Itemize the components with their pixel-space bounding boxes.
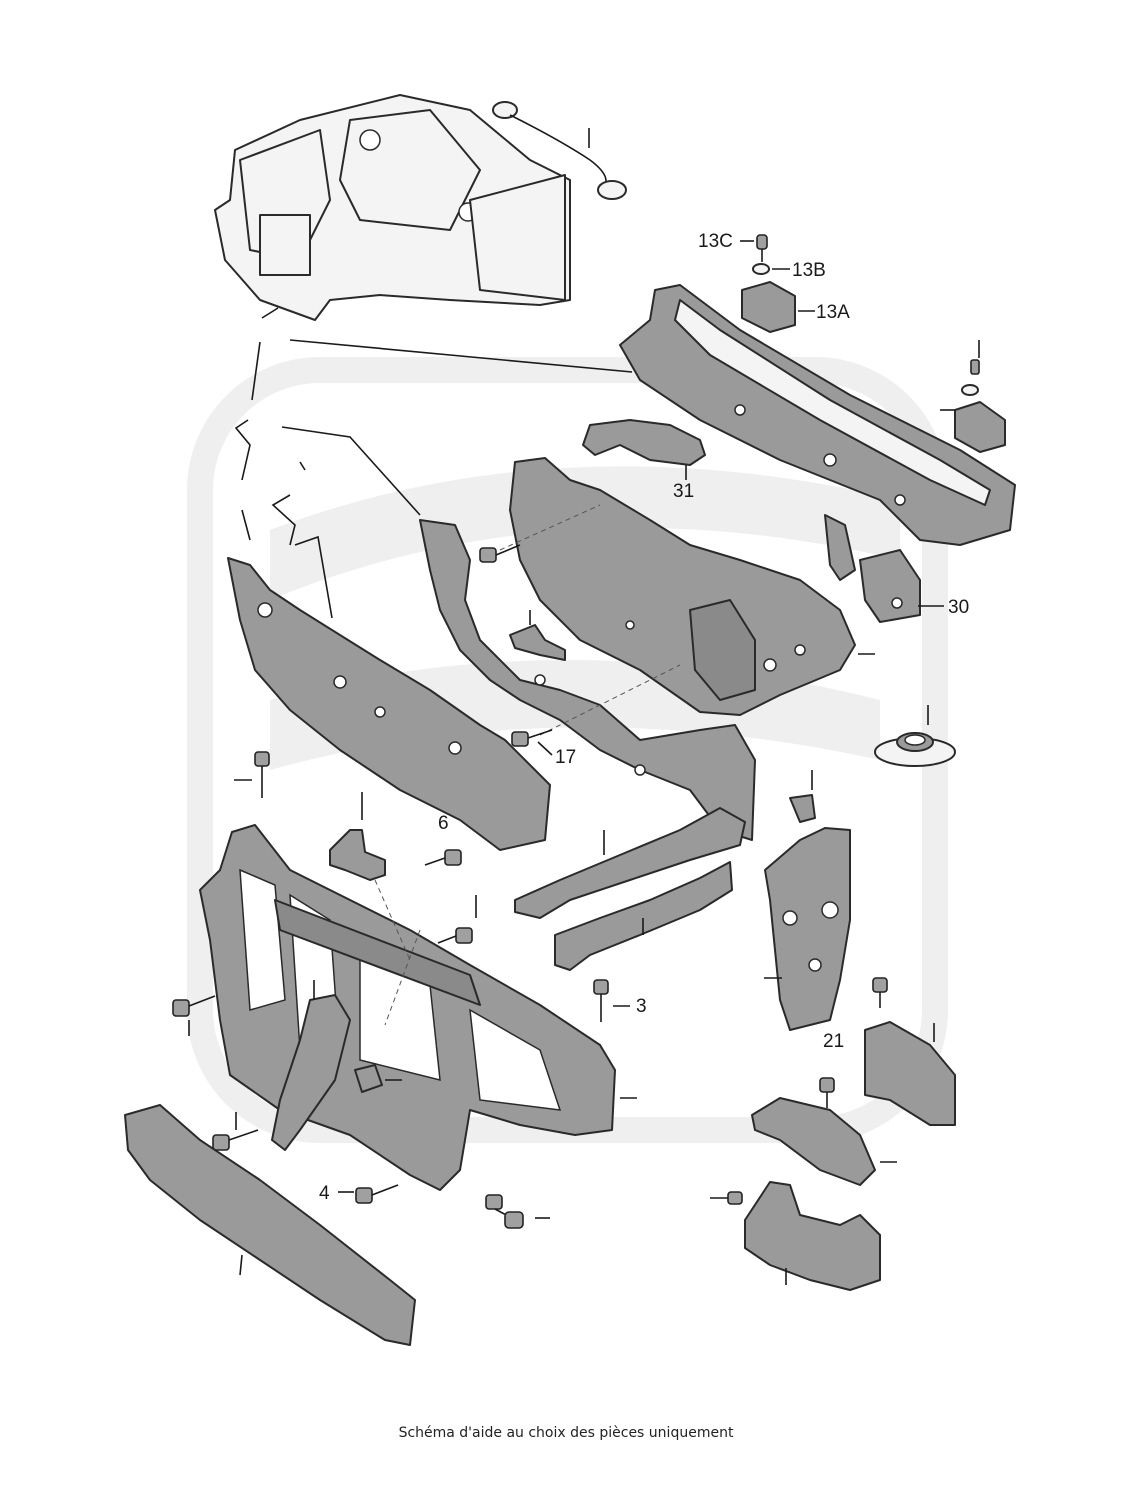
screw-right-upper[interactable] [872,977,888,1008]
callout-13b: 13B [792,260,826,281]
left-bulkhead-panel[interactable] [227,557,551,851]
bolt-upper-center[interactable] [479,544,521,563]
small-bracket-center[interactable] [509,624,566,661]
bolt-center[interactable] [437,927,473,944]
side-shield[interactable] [864,1021,956,1126]
longitudinal-member-upper[interactable] [514,807,746,919]
wheelhouse-panel[interactable] [764,827,851,1031]
callout-4: 4 [319,1183,330,1204]
part-4-bolt[interactable] [355,1184,399,1204]
bulkhead-cross-member[interactable] [419,519,756,841]
part-6-bolt[interactable] [424,849,462,866]
bolt-left-mid[interactable] [172,995,216,1017]
dash-carrier-2 [384,929,421,1026]
cowl-panel[interactable] [619,284,1016,546]
rubber-grommet[interactable] [874,732,956,767]
under-tray-upper[interactable] [751,1097,876,1186]
callout-21: 21 [823,1031,844,1052]
assembly-leaders [234,307,633,619]
bolt-left-upper[interactable] [254,751,270,798]
dash-line-1 [499,504,601,551]
callout-3: 3 [636,996,647,1017]
part-30-bracket[interactable] [824,514,921,623]
dash-line-2 [539,664,681,736]
bolt-left-low[interactable] [212,1129,259,1151]
lock-carrier-strut[interactable] [271,994,351,1151]
part-3-bolt[interactable] [593,979,609,1022]
callout-13a: 13A [816,302,850,323]
lower-spoiler[interactable] [124,1104,416,1346]
callout-13c: 13C [698,231,733,252]
part-31-bracket[interactable] [582,419,706,466]
longitudinal-member-lower[interactable] [554,861,733,971]
ground-cable[interactable] [492,101,627,200]
leader-17 [537,741,553,756]
part-13-fixings[interactable] [741,234,796,333]
callout-17: 17 [555,747,576,768]
disclaimer-caption: Schéma d'aide au choix des pièces unique… [398,1425,734,1441]
callout-30: 30 [948,597,969,618]
clip-center[interactable] [354,1064,383,1093]
hood-hinge-bracket[interactable] [329,829,386,881]
towing-eye[interactable] [485,1194,524,1229]
dash-carrier-1 [374,879,411,961]
callout-31: 31 [673,481,694,502]
leader-spoiler [239,1254,243,1276]
screw-lower-right[interactable] [710,1191,743,1205]
under-tray-lower[interactable] [744,1181,881,1291]
wheelhouse-bracket-small[interactable] [789,794,816,823]
part-21-screw[interactable] [819,1077,835,1108]
front-body-assembly[interactable] [214,94,571,321]
bulkhead-insulation[interactable] [509,457,856,716]
cowl-side-bracket[interactable] [954,359,1006,453]
part-17-bolt[interactable] [511,729,553,747]
callout-6: 6 [438,813,449,834]
